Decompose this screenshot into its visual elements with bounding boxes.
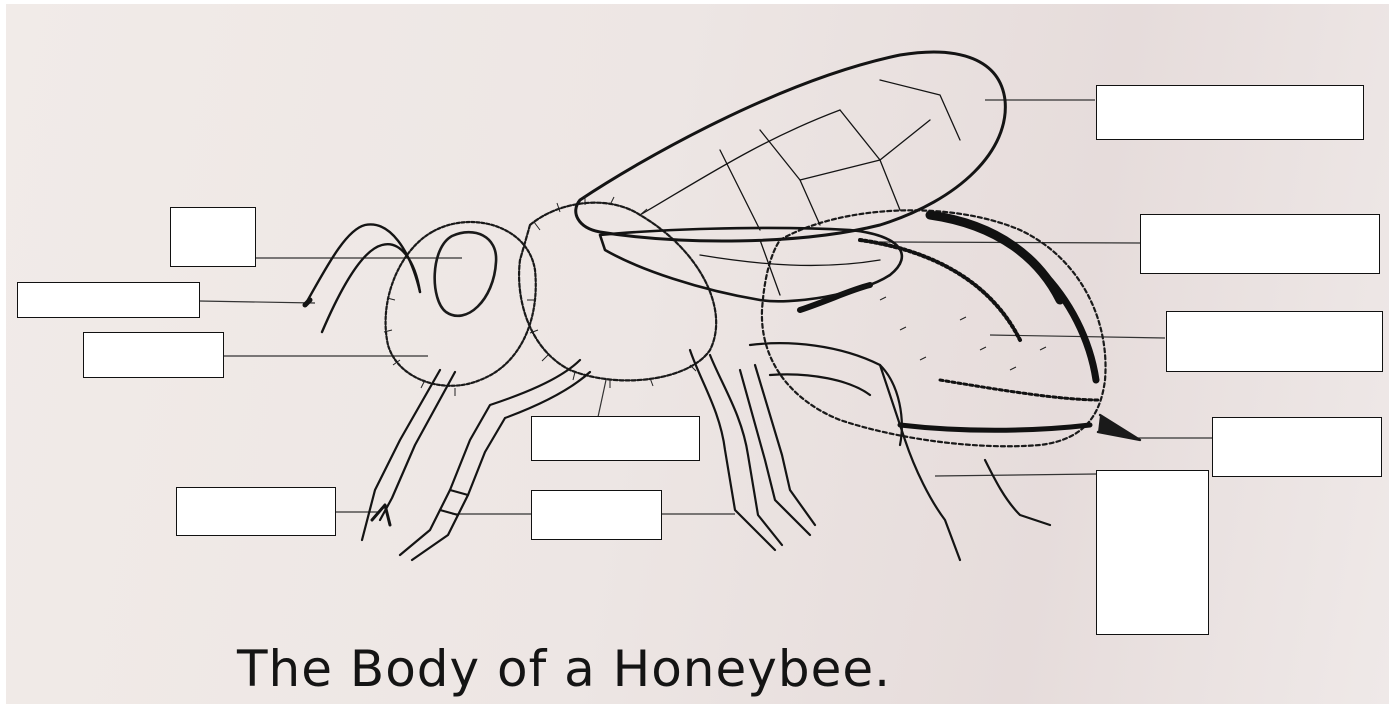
leader-hairs [598,380,606,417]
label-box-stripes[interactable] [1140,214,1380,274]
bee-head [386,222,536,386]
label-box-stinger[interactable] [1212,417,1382,477]
label-box-claw[interactable] [176,487,336,536]
leader-hind-leg [935,474,1096,476]
bee-stinger [1098,415,1140,440]
abdomen-stripes [800,215,1100,430]
leader-lines [199,100,1212,514]
leader-antenna [199,301,315,303]
diagram-title: The Body of a Honeybee. [237,640,891,698]
label-box-head[interactable] [83,332,224,378]
bee-eye [435,232,496,316]
label-box-hind-leg[interactable] [1096,470,1209,635]
label-box-legs[interactable] [531,490,662,540]
bee-antennae [305,224,420,332]
label-box-antenna[interactable] [17,282,200,318]
label-box-abdomen[interactable] [1166,311,1383,372]
label-box-eye[interactable] [170,207,256,267]
bee-legs [362,343,1050,560]
label-box-wing[interactable] [1096,85,1364,140]
label-box-hairs[interactable] [531,416,700,461]
bee-abdomen [762,210,1106,446]
